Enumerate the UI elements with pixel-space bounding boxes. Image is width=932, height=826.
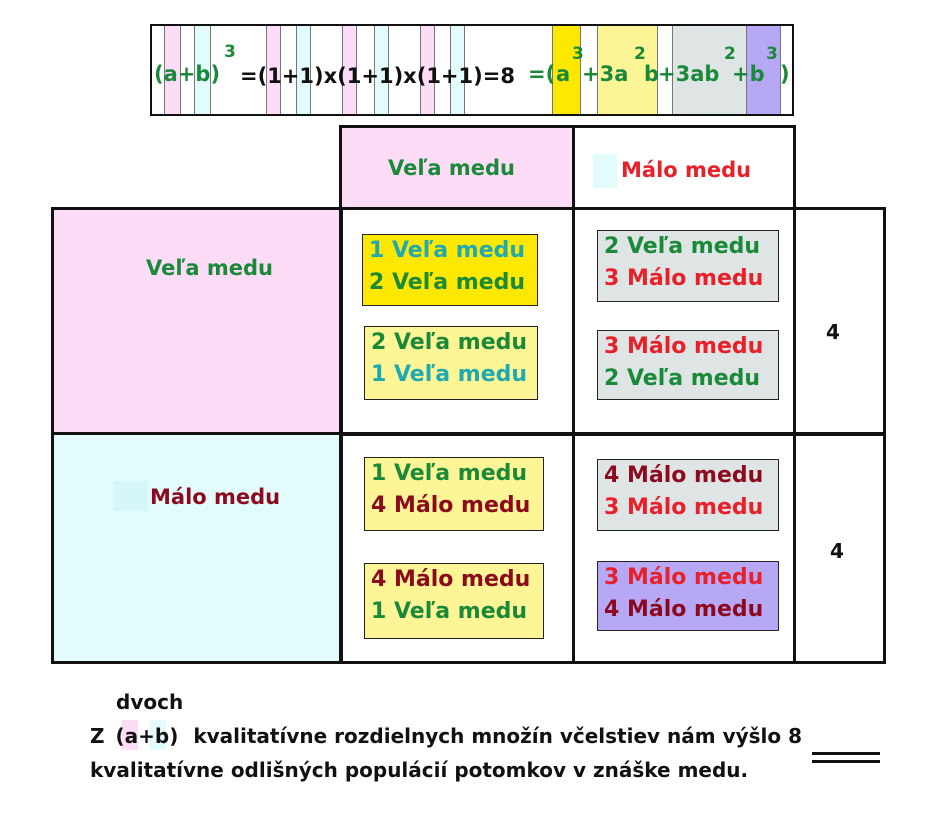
formula-rhs-term1: a bbox=[556, 62, 571, 86]
formula-strip-grey bbox=[672, 26, 746, 114]
formula-strip-yellow bbox=[552, 26, 580, 114]
formula-rhs-term3: +3ab bbox=[658, 62, 720, 86]
offspring-pair: 4 Málo medu 3 Málo medu bbox=[597, 459, 779, 531]
formula-bar: (a+b) 3 =(1+1)x(1+1)x(1+1)=8 =( a 3 +3a … bbox=[150, 24, 794, 116]
footer-dvoch: dvoch bbox=[116, 690, 184, 714]
offspring-label: 2 Veľa medu bbox=[371, 330, 528, 355]
formula-strip-purple bbox=[746, 26, 780, 114]
offspring-pair: 3 Málo medu 4 Málo medu bbox=[597, 561, 779, 631]
formula-rhs-term2-b: b bbox=[644, 62, 660, 86]
row-total-cell: 4 bbox=[793, 432, 886, 664]
row-total-cell: 4 bbox=[793, 207, 886, 436]
offspring-label: 4 Málo medu bbox=[604, 463, 764, 488]
row-total: 4 bbox=[830, 539, 844, 563]
double-underline-bottom bbox=[812, 760, 880, 763]
offspring-label: 1 Veľa medu bbox=[371, 599, 528, 624]
cell-r1c2: 2 Veľa medu 3 Málo medu 3 Málo medu 2 Ve… bbox=[572, 207, 796, 436]
formula-rhs-term4-exponent: 3 bbox=[766, 44, 778, 64]
offspring-pair: 2 Veľa medu 1 Veľa medu bbox=[364, 326, 538, 400]
formula-strip-pink bbox=[266, 26, 280, 114]
offspring-label: 4 Málo medu bbox=[371, 567, 531, 592]
offspring-pair: 2 Veľa medu 3 Málo medu bbox=[597, 230, 779, 302]
formula-lhs-exponent: 3 bbox=[224, 42, 236, 62]
formula-rhs-term2-exponent: 2 bbox=[634, 44, 646, 64]
offspring-label: 4 Málo medu bbox=[604, 597, 764, 622]
offspring-label: 3 Málo medu bbox=[604, 565, 764, 590]
column-header-vela-medu: Veľa medu bbox=[339, 125, 575, 210]
header-swatch bbox=[593, 154, 617, 188]
formula-strip-cyan bbox=[194, 26, 210, 114]
formula-rhs-term3-exponent: 2 bbox=[724, 44, 736, 64]
offspring-label: 1 Veľa medu bbox=[371, 461, 528, 486]
row-total: 4 bbox=[826, 320, 840, 344]
offspring-label: 2 Veľa medu bbox=[369, 270, 526, 295]
cell-r1c1: 1 Veľa medu 2 Veľa medu 2 Veľa medu 1 Ve… bbox=[339, 207, 575, 436]
offspring-label: 3 Málo medu bbox=[604, 495, 764, 520]
formula-rhs-term2: +3a bbox=[582, 62, 629, 86]
offspring-label: 2 Veľa medu bbox=[604, 366, 761, 391]
footer-strip-cyan bbox=[150, 720, 166, 750]
offspring-pair: 1 Veľa medu 2 Veľa medu bbox=[362, 234, 538, 306]
offspring-pair: 1 Veľa medu 4 Málo medu bbox=[364, 457, 544, 531]
offspring-label: 3 Málo medu bbox=[604, 334, 764, 359]
column-header-label: Málo medu bbox=[621, 158, 752, 182]
row-header-label: Veľa medu bbox=[146, 256, 274, 280]
header-swatch bbox=[114, 481, 148, 511]
footer-line-2: kvalitatívne odlišných populácií potomko… bbox=[90, 758, 749, 782]
row-header-malo-medu: Málo medu bbox=[51, 432, 343, 664]
formula-strip-cyan bbox=[374, 26, 388, 114]
formula-rhs-term4: +b bbox=[732, 62, 765, 86]
formula-strip-pink bbox=[420, 26, 434, 114]
offspring-pair: 3 Málo medu 2 Veľa medu bbox=[597, 330, 779, 400]
footer-line-1: Z (a+b) kvalitatívne rozdielnych množín … bbox=[90, 724, 803, 748]
offspring-pair: 4 Málo medu 1 Veľa medu bbox=[364, 563, 544, 639]
cell-r2c2: 4 Málo medu 3 Málo medu 3 Málo medu 4 Má… bbox=[572, 432, 796, 664]
row-header-vela-medu: Veľa medu bbox=[51, 207, 343, 436]
offspring-label: 1 Veľa medu bbox=[371, 362, 528, 387]
cell-r2c1: 1 Veľa medu 4 Málo medu 4 Málo medu 1 Ve… bbox=[339, 432, 575, 664]
formula-strip-cyan bbox=[296, 26, 310, 114]
offspring-label: 2 Veľa medu bbox=[604, 234, 761, 259]
formula-rhs-open: =( bbox=[528, 62, 556, 86]
footer-strip-pink bbox=[122, 720, 138, 750]
formula-strip-cyan bbox=[450, 26, 464, 114]
offspring-label: 3 Málo medu bbox=[604, 266, 764, 291]
formula-strip-lightyellow bbox=[597, 26, 657, 114]
column-header-malo-medu: Málo medu bbox=[572, 125, 796, 210]
column-header-label: Veľa medu bbox=[388, 156, 516, 180]
formula-rhs-term1-exponent: 3 bbox=[572, 44, 584, 64]
row-header-label: Málo medu bbox=[150, 485, 281, 509]
formula-middle: =(1+1)x(1+1)x(1+1)=8 bbox=[240, 64, 515, 88]
offspring-label: 4 Málo medu bbox=[371, 493, 531, 518]
double-underline-top bbox=[812, 752, 880, 755]
formula-lhs: (a+b) bbox=[154, 62, 221, 86]
formula-strip-pink bbox=[342, 26, 356, 114]
formula-strip-pink bbox=[164, 26, 180, 114]
offspring-label: 1 Veľa medu bbox=[369, 238, 526, 263]
formula-rhs-close: ) bbox=[780, 62, 790, 86]
